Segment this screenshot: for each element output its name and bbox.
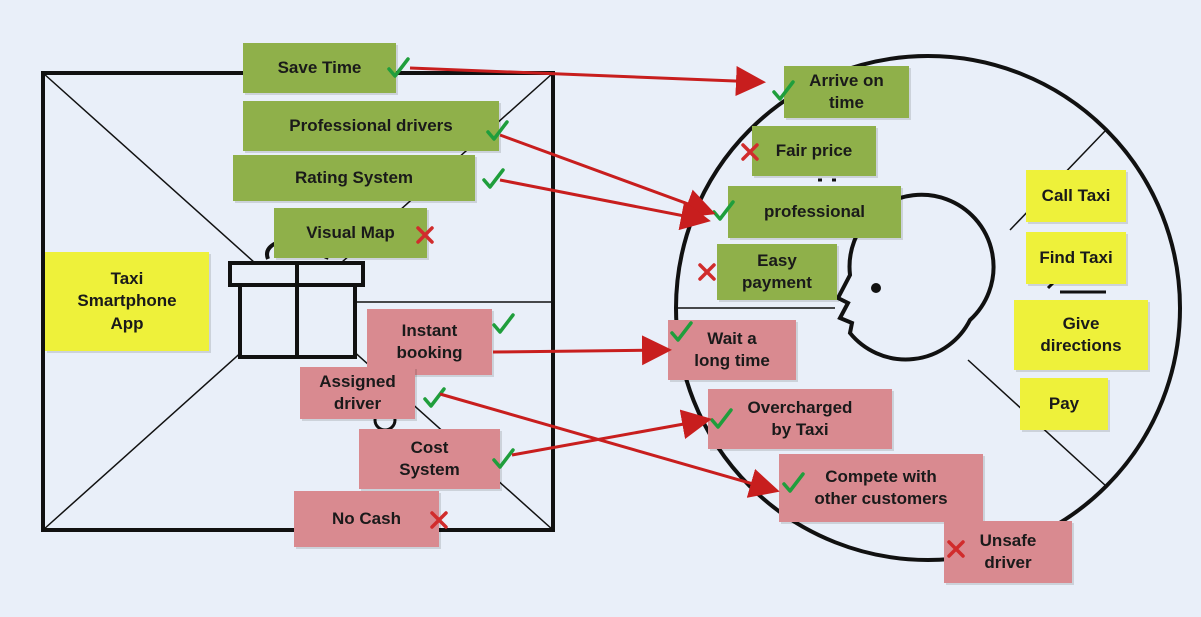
no-cash-mark-icon xyxy=(430,511,448,529)
customer-pain-compete-customers: Compete with other customers xyxy=(779,454,983,522)
customer-gain-arrive-on-time: Arrive on time xyxy=(784,66,909,118)
customer-pain-wait-long-time: Wait a long time xyxy=(668,320,796,380)
customer-gain-easy-payment: Easy payment xyxy=(717,244,837,300)
wait-long-time-mark-icon xyxy=(670,321,693,342)
gain-creator-visual-map: Visual Map xyxy=(274,208,427,258)
professional-mark-icon xyxy=(712,200,735,221)
unsafe-driver-mark-icon xyxy=(947,540,965,558)
gain-creator-professional-drivers: Professional drivers xyxy=(243,101,499,151)
pain-reliever-instant-booking: Instant booking xyxy=(367,309,492,375)
rating-system-mark-icon xyxy=(482,168,505,189)
product-app-label: Taxi Smartphone App xyxy=(45,252,209,351)
professional-drivers-mark-icon xyxy=(486,120,509,141)
gain-creator-save-time: Save Time xyxy=(243,43,396,93)
cost-system-mark-icon xyxy=(492,448,515,469)
compete-customers-mark-icon xyxy=(782,472,805,493)
pain-reliever-cost-system: Cost System xyxy=(359,429,500,489)
instant-booking-mark-icon xyxy=(492,313,515,334)
customer-pain-unsafe-driver: Unsafe driver xyxy=(944,521,1072,583)
customer-job-give-directions: Give directions xyxy=(1014,300,1148,370)
gift-box-icon xyxy=(228,241,365,359)
customer-gain-professional: professional xyxy=(728,186,901,238)
save-time-mark-icon xyxy=(387,57,410,78)
pain-reliever-no-cash: No Cash xyxy=(294,491,439,547)
pain-reliever-assigned-driver: Assigned driver xyxy=(300,367,415,419)
customer-job-pay: Pay xyxy=(1020,378,1108,430)
easy-payment-mark-icon xyxy=(698,263,716,281)
customer-gain-fair-price: Fair price xyxy=(752,126,876,176)
overcharged-mark-icon xyxy=(710,408,733,429)
gain-creator-rating-system: Rating System xyxy=(233,155,475,201)
assigned-driver-mark-icon xyxy=(423,387,446,408)
arrive-on-time-mark-icon xyxy=(772,80,795,101)
customer-pain-overcharged: Overcharged by Taxi xyxy=(708,389,892,449)
visual-map-mark-icon xyxy=(416,226,434,244)
customer-job-find-taxi: Find Taxi xyxy=(1026,232,1126,284)
customer-job-call-taxi: Call Taxi xyxy=(1026,170,1126,222)
fair-price-mark-icon xyxy=(741,143,759,161)
